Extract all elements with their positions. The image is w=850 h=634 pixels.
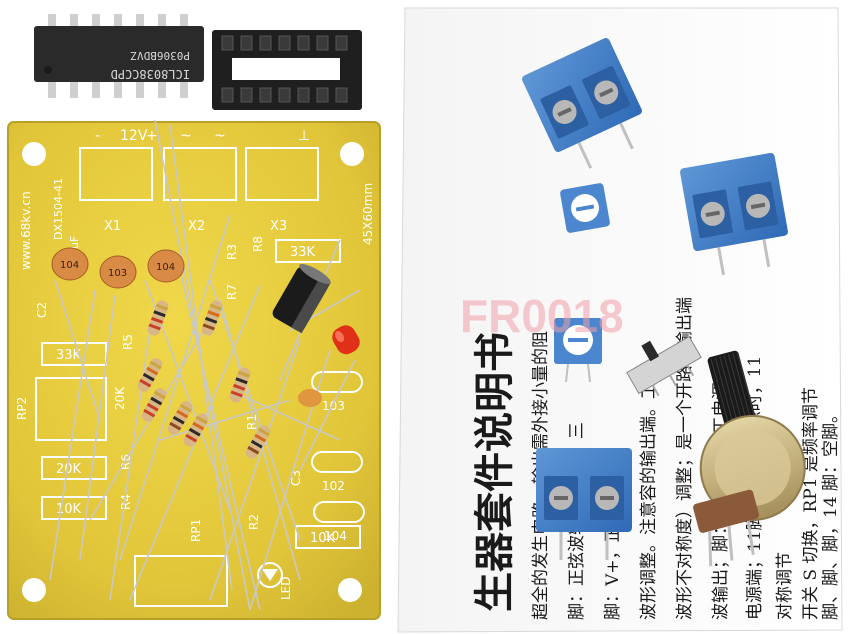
resistor (229, 367, 251, 403)
pcb-part-ref: RP2 (15, 397, 29, 420)
pcb-header-label: 12V (120, 128, 148, 144)
pcb-website: www.68kv.cn (19, 191, 33, 270)
resistor (141, 388, 167, 422)
trimmer-potentiometer-small (560, 183, 610, 233)
sheet-text-line: 开关 S 切换，RP1 是频率调节 (801, 387, 821, 620)
resistor (245, 425, 271, 459)
ceramic-capacitor (298, 389, 322, 407)
component-lead (299, 359, 356, 471)
pcb-header-label: + (146, 128, 158, 144)
component-lead (179, 269, 261, 611)
ceramic-capacitor (147, 249, 185, 283)
screw-terminal-bottom (536, 448, 632, 560)
ceramic-capacitor (99, 255, 137, 289)
ic-chip: ICL8038CCPD P0306BDVZ (34, 14, 204, 98)
pcb-board: - 12V+ ~ ~ ⊥ X1 X2 X3 www.68kv.cn DX1504-41 10… (7, 121, 381, 620)
pcb-cap-value: 103 (322, 399, 345, 413)
pcb-resistor-value: 33K (290, 245, 316, 260)
pcb-resistor-value: 10K (310, 531, 336, 546)
pcb-cap-value: 102 (322, 479, 345, 493)
resistor (201, 300, 223, 336)
pcb-part-ref: LED (279, 576, 293, 600)
red-led (332, 325, 360, 355)
pcb-size: 45X60mm (361, 183, 375, 245)
component-lead (49, 289, 96, 581)
pcb-part-ref: R4 (119, 494, 133, 510)
sheet-text-line: 波形不对称度）调整；是一个开路的输出端 (675, 297, 695, 620)
screw-terminals (522, 37, 788, 560)
sheet-text-line: 波形调整。注意容的输出端。工 (639, 382, 659, 620)
component-lead (119, 214, 231, 561)
pcb-part-ref: R5 (121, 334, 135, 350)
sheet-text-line: 脚、脚、脚，14 脚：空脚。 (821, 406, 841, 620)
pcb-resistor-value: 20K (56, 462, 82, 477)
pcb-model: DX1504-41 (52, 178, 65, 240)
chip-marking-2: P0306BDVZ (130, 49, 190, 62)
ceramic-capacitor (51, 247, 89, 281)
sheet-text-line: 对称调节 (775, 552, 795, 620)
electrolytic-capacitor (272, 264, 331, 334)
pcb-header-label: ~ (180, 128, 192, 144)
pcb-pot-value: 20K (113, 386, 127, 410)
pcb-cap-value: 104 (324, 529, 347, 543)
screw-terminal-top (522, 37, 642, 169)
rotary-potentiometer (693, 350, 806, 567)
resistor (137, 358, 163, 392)
pcb-part-ref: R2 (247, 514, 261, 530)
trimmer-potentiometer-vertical (554, 318, 602, 383)
sheet-title: 生器套件说明书 (471, 332, 518, 612)
slide-switch (626, 335, 702, 397)
watermark: FR0018 (460, 290, 624, 342)
component-lead (54, 279, 101, 421)
pcb-header-label: ⊥ (298, 128, 310, 144)
resistor (167, 401, 193, 435)
pcb-resistor-value: 10K (56, 502, 82, 517)
pcb-part-ref: RP1 (189, 519, 203, 542)
pcb-resistor-value: 33K (56, 348, 82, 363)
pcb-header-label: - (95, 128, 100, 144)
led-symbol (257, 562, 283, 588)
pcb-terminal-label: X2 (188, 219, 205, 234)
resistor (147, 300, 169, 336)
ic-socket (212, 30, 362, 110)
resistor (183, 413, 209, 447)
pcb-part-ref: R8 (251, 236, 265, 252)
pcb-part-ref: R3 (225, 244, 239, 260)
pcb-header-label: ~ (214, 128, 226, 144)
pcb-part-ref: R7 (225, 284, 239, 300)
component-lead (209, 339, 301, 601)
ceramic-cap-value: 103 (108, 268, 127, 279)
pcb-terminal-label: X1 (104, 219, 121, 234)
resistors (137, 300, 271, 459)
component-lead (159, 399, 291, 441)
pcb-part-ref: C2 (35, 302, 49, 318)
component-lead (79, 294, 116, 561)
ceramic-cap-value: 104 (156, 262, 175, 273)
component-lead (239, 394, 341, 441)
ceramic-cap-value: 104 (60, 260, 79, 271)
chip-marking-1: ICL8038CCPD (111, 67, 190, 81)
ceramic-capacitors: 104 103 104 (51, 247, 322, 407)
screw-terminal-right (680, 152, 788, 276)
pcb-terminal-label: X3 (270, 219, 287, 234)
